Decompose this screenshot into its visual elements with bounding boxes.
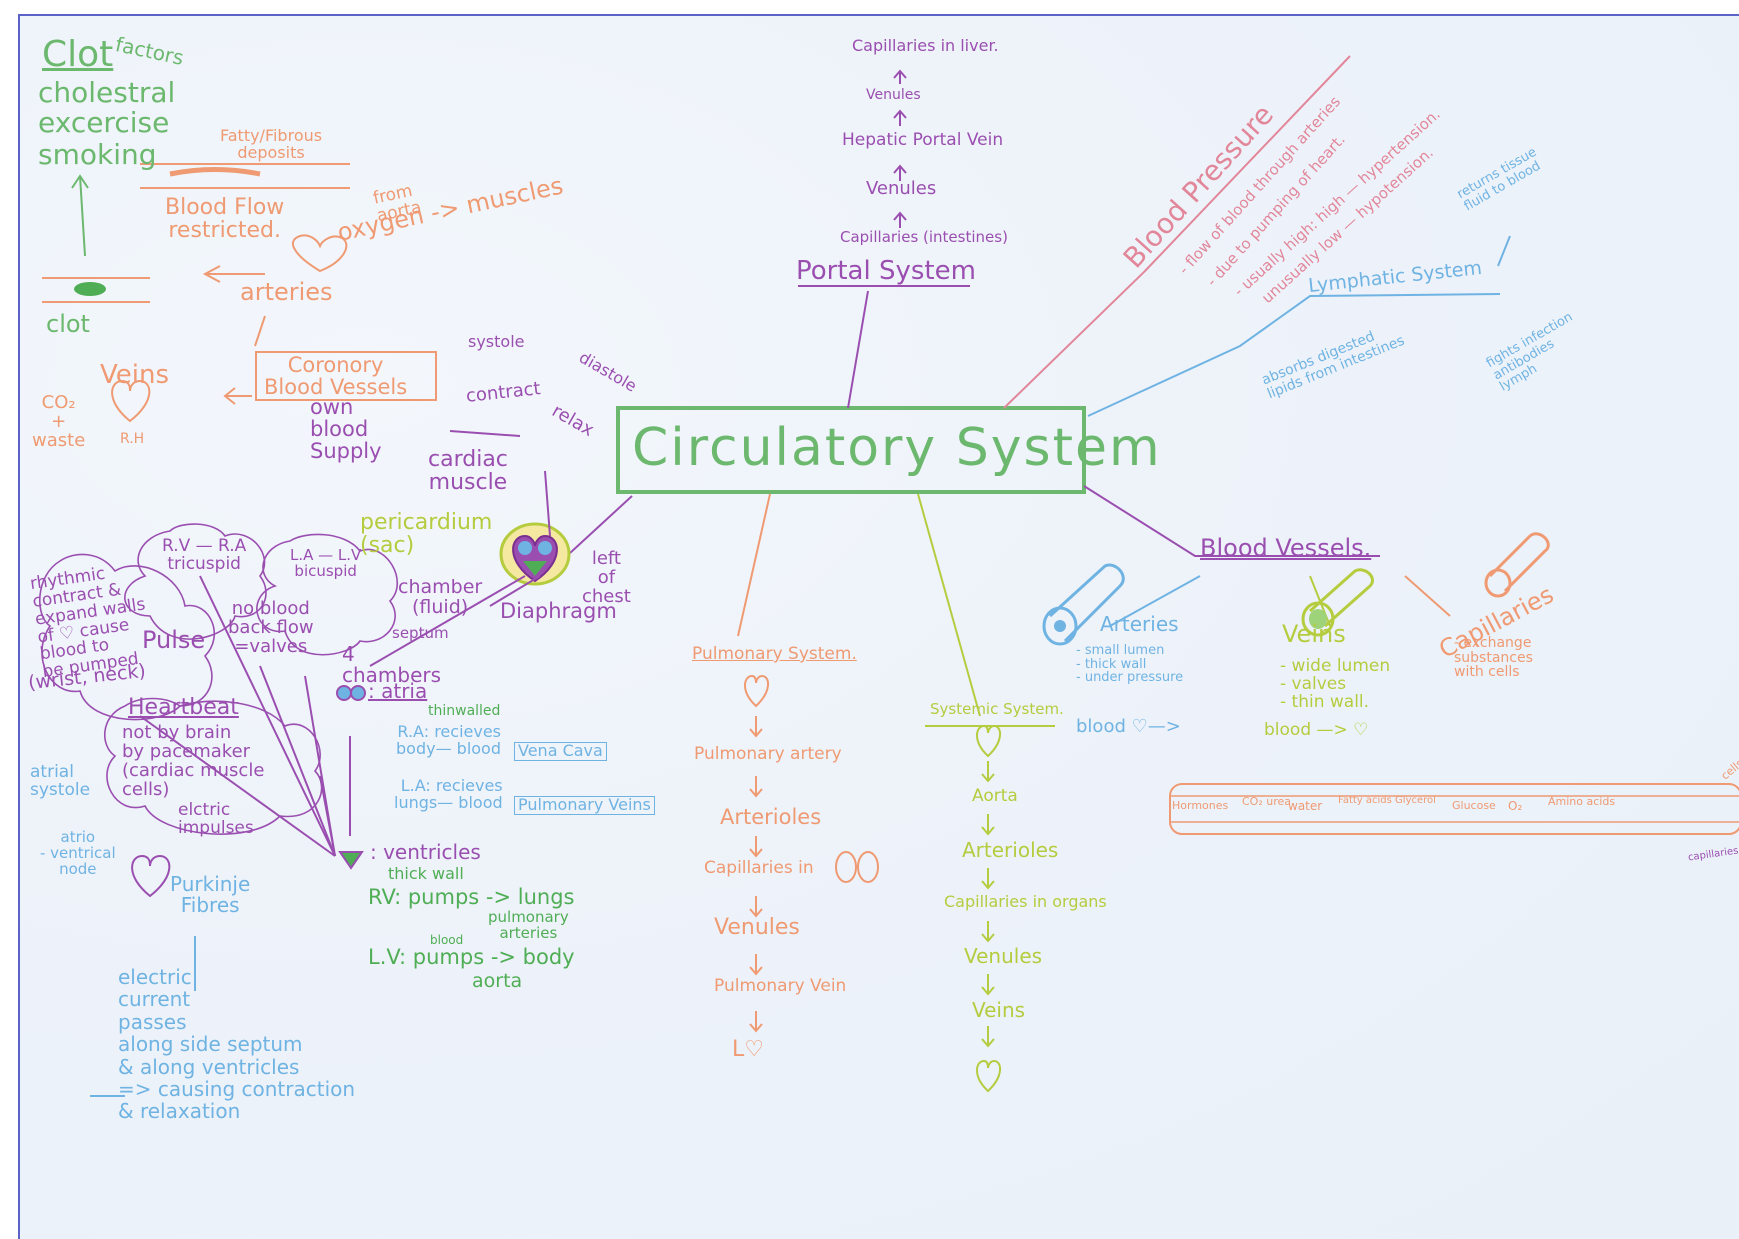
electric-current-note: electric current passes along side septu… [118,965,356,1124]
title-box [616,406,1086,494]
diffuse-1: Hormones [1172,799,1229,812]
four-chambers: 4 chambers [342,642,442,687]
pulmonary-veins-box: Pulmonary Veins [514,796,655,815]
clot-factor-2: excercise [38,106,170,139]
cardiac-muscle: cardiac muscle [428,447,508,496]
fatty-deposits: Fatty/Fibrous deposits [220,126,323,162]
diffuse-3: water [1288,799,1323,813]
connector-lines [39,55,1739,1097]
systole-label: systole [468,332,525,351]
diffuse-4: Fatty acids Glycerol [1338,795,1436,806]
heartbeat-label: Heartbeat [128,695,239,720]
veins-notes: - wide lumen - valves - thin wall. [1280,656,1391,712]
systemic-title: Systemic System. [930,700,1064,718]
vena-cava-box: Vena Cava [514,742,607,761]
portal-step-2: Venules [866,178,937,199]
arteries-title: Arteries [1100,612,1179,636]
pericardium-label: pericardium (sac) [360,510,493,559]
page-title: Circulatory System [632,418,1162,478]
arteries-flow: blood ♡—> [1076,716,1181,737]
ventricles-label: : ventricles [370,840,481,864]
blood-flow-restricted: Blood Flow restricted. [165,195,285,244]
co2-waste: CO₂ + waste [32,392,86,451]
clot-label: clot [46,310,90,338]
pulmonary-end: L♡ [732,1037,764,1062]
own-blood-supply: own blood Supply [310,395,382,464]
portal-step-5: Capillaries in liver. [852,36,999,55]
lv-pumps: L.V: pumps -> body [368,945,575,969]
la-receives: L.A: recieves lungs— blood [394,776,503,812]
portal-step-4: Venules [866,87,921,103]
vein-tube [1301,568,1374,637]
atria-label: : atria [368,679,428,703]
systemic-step-5: Veins [972,998,1026,1022]
capillary-tube [1484,532,1550,598]
paper-sheet: Circulatory System Clot factors cholestr… [18,14,1739,1239]
pulmonary-title: Pulmonary System. [692,644,857,664]
rh-label: R.H [120,431,145,447]
atrial-systole: atrial systole [30,762,91,800]
arteries-notes: - small lumen - thick wall - under press… [1076,643,1184,686]
diffuse-5: Glucose [1452,799,1496,812]
clot-heading: Clot [42,34,114,75]
veins-title: Veins [1282,620,1346,648]
systemic-step-2: Arterioles [962,838,1059,862]
diffuse-7: Amino acids [1548,795,1616,808]
diaphragm-label: Diaphragm [500,599,617,623]
rv-pumps: RV: pumps -> lungs [368,885,575,909]
no-back-flow: no blood back flow =valves [228,598,314,657]
arteries-label: arteries [240,278,333,306]
veins-flow: blood —> ♡ [1264,720,1369,740]
purkinje-fibres: Purkinje Fibres [170,872,251,917]
clot-factor-3: smoking [38,138,157,171]
capillaries-notes: - exchange substances with cells [1454,635,1533,681]
diffuse-2: CO₂ urea [1242,795,1292,808]
pulse-label: Pulse [142,626,206,654]
pulmonary-step-1: Pulmonary artery [694,744,842,764]
pulmonary-step-2: Arterioles [720,805,822,829]
atrio-ventrical-node: atrio - ventrical node [40,828,116,878]
systemic-step-4: Venules [964,944,1043,968]
clot-factor-1: cholestral [38,76,176,109]
coronary-vessels: Coronory Blood Vessels [264,353,408,400]
bicuspid: L.A — L.V bicuspid [290,546,362,580]
thick-wall: thick wall [388,864,464,883]
chamber-fluid: chamber (fluid) [398,576,483,618]
pacemaker-note: not by brain by pacemaker (cardiac muscl… [122,722,265,800]
systemic-step-1: Aorta [972,786,1018,806]
pulmonary-step-3: Capillaries in [704,858,814,878]
portal-step-1: Capillaries (intestines) [840,228,1008,246]
left-of-chest: left of chest [582,548,631,607]
aorta-label: aorta [472,970,523,992]
thin-walled: thinwalled [428,703,501,719]
artery-tube [1042,563,1125,646]
blood-word: blood [430,933,464,947]
ra-receives: R.A: recieves body— blood [396,722,501,758]
electric-impulses: elctric impulses [178,800,254,838]
diffuse-6: O₂ [1508,799,1523,813]
septum-label: septum [392,624,449,642]
portal-title: Portal System [796,256,976,286]
systemic-step-3: Capillaries in organs [944,892,1107,911]
blood-vessels-title: Blood Vessels. [1200,534,1372,562]
tricuspid: R.V — R.A tricuspid [162,536,247,574]
pulmonary-arteries: pulmonary arteries [488,908,569,942]
pulmonary-step-5: Pulmonary Vein [714,976,847,996]
heart-drawing [499,522,571,586]
pulmonary-step-4: Venules [714,915,800,940]
portal-step-3: Hepatic Portal Vein [842,130,1004,150]
veins-label: Veins [100,360,170,390]
